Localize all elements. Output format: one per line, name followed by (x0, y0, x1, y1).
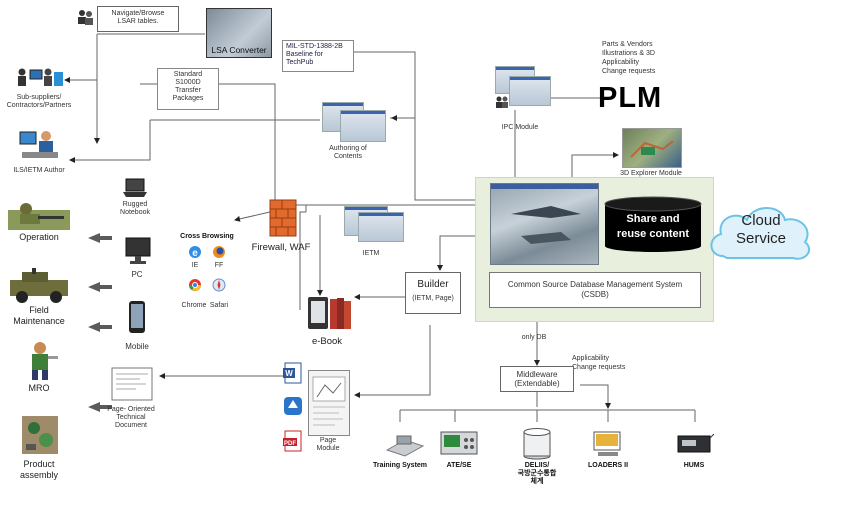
operation-label: Operation (19, 232, 59, 242)
plm-notes: Parts & Vendors Illustrations & 3D Appli… (602, 41, 656, 75)
ate-label: ATE/SE (446, 462, 472, 469)
ipc-screens[interactable] (495, 66, 555, 112)
s1000d-box: Standard S1000D Transfer Packages (157, 68, 219, 110)
mro-label: MRO (28, 383, 50, 393)
pc-icon (124, 236, 154, 266)
share-reuse-label: Share and reuse content (616, 213, 690, 240)
s1000d-label: Standard S1000D Transfer Packages (172, 71, 204, 102)
author-label: ILS/IETM Author (13, 167, 65, 174)
lsa-converter-box[interactable]: LSA Converter (206, 8, 272, 58)
svg-text:PDF: PDF (284, 441, 296, 447)
operation-icon (8, 200, 70, 230)
delis-database-icon (522, 428, 552, 460)
middleware-notes: Applicability Change requests (572, 355, 626, 371)
word-icon: W (283, 362, 303, 384)
firewall-label: Firewall, WAF (251, 242, 311, 253)
ie-icon: e (188, 245, 202, 259)
mobile-icon (127, 300, 147, 334)
chrome-label: Chrome (181, 302, 207, 309)
cloud-service[interactable]: Cloud Service (705, 198, 817, 268)
csdb-screenshot[interactable] (490, 183, 599, 265)
svg-text:e: e (192, 248, 198, 259)
page-doc-label: Page- Oriented Technical Document (107, 406, 155, 429)
milstd-box: MIL-STD-1388-2B Baseline for TechPub (282, 40, 354, 72)
authoring-screens[interactable] (322, 102, 388, 142)
notebook-icon (122, 178, 148, 198)
mobile-label: Mobile (125, 342, 149, 351)
page-module-label: Page Module (316, 437, 340, 452)
ebook-icon (308, 295, 354, 331)
svg-text:W: W (285, 369, 293, 378)
only-db-label: only DB (521, 334, 547, 341)
milstd-label: MIL-STD-1388-2B Baseline for TechPub (286, 43, 343, 66)
builder-sub: (IETM, Page) (412, 295, 454, 302)
navigate-lsar-box: Navigate/Browse LSAR tables. (97, 6, 179, 32)
firewall-icon (268, 198, 298, 238)
ietm-screens[interactable] (344, 206, 404, 242)
author-icon (18, 128, 62, 162)
navigate-users-icon (76, 8, 94, 26)
middleware-title: Middleware (Extendable) (514, 370, 560, 388)
csdb-label: Common Source Database Management System… (507, 280, 683, 299)
ebook-label: e-Book (311, 336, 343, 347)
plm-title[interactable]: PLM (598, 82, 663, 114)
ff-label: FF (214, 262, 224, 269)
cloud-service-label: Cloud Service (735, 212, 787, 247)
ate-icon (440, 430, 478, 456)
hums-icon (676, 432, 715, 456)
authoring-label: Authoring of Contents (329, 145, 367, 160)
csdb-label-box: Common Source Database Management System… (489, 272, 701, 308)
lsa-converter-label: LSA Converter (211, 45, 267, 55)
explorer-screen[interactable] (622, 128, 682, 168)
chrome-icon (188, 278, 202, 292)
assembly-icon (20, 414, 60, 456)
builder-title: Builder (417, 279, 449, 290)
notebook-label: Rugged Notebook (120, 201, 150, 216)
safari-icon (212, 278, 226, 292)
explorer-label: 3D Explorer Module (620, 170, 682, 177)
ipc-label: IPC Module (501, 124, 539, 131)
builder-box[interactable]: Builder (IETM, Page) (405, 272, 461, 314)
pdf-icon: PDF (283, 430, 303, 452)
export-icon (283, 396, 303, 416)
loaders-label: LOADERS II (587, 462, 629, 469)
safari-label: Safari (209, 302, 229, 309)
training-system-icon (385, 428, 425, 458)
suppliers-label: Sub-suppliers/ Contractors/Partners (6, 94, 72, 109)
training-system-label: Training System (372, 462, 428, 469)
navigate-lsar-label: Navigate/Browse LSAR tables. (111, 10, 165, 25)
share-reuse-database[interactable]: Share and reuse content (603, 196, 703, 252)
ie-label: IE (191, 262, 199, 269)
loaders-icon (592, 430, 624, 458)
ietm-label: IETM (362, 250, 380, 257)
page-module-screen[interactable] (308, 370, 350, 436)
middleware-box[interactable]: Middleware (Extendable) (500, 366, 574, 392)
field-label: Field Maintenance (13, 305, 65, 326)
suppliers-icon (14, 66, 64, 90)
field-vehicle-icon (6, 266, 72, 304)
mro-icon (20, 340, 60, 380)
hums-label: HUMS (683, 462, 705, 469)
assembly-label: Product assembly (19, 459, 58, 480)
delis-label: DELIIS/ 국방군수통합 체계 (517, 462, 557, 485)
cross-browsing-label: Cross Browsing (180, 233, 234, 240)
pc-label: PC (131, 270, 143, 279)
firefox-icon (212, 245, 226, 259)
page-doc-icon (110, 366, 154, 402)
